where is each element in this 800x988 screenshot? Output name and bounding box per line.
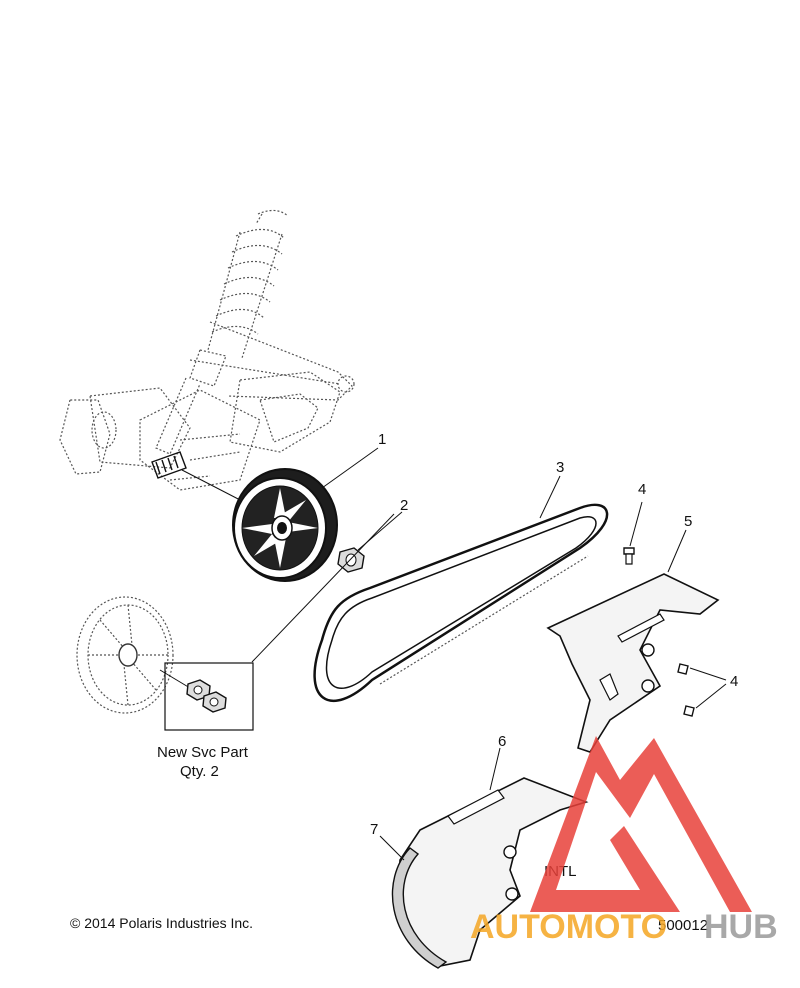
copyright-text: © 2014 Polaris Industries Inc. [70,915,253,931]
shock-spring [155,209,289,455]
service-part-box [164,662,254,731]
watermark-logo: AUTOMOTO HUB [470,736,778,946]
upper-belt-guard [546,573,720,753]
belt-guard-seal [391,847,448,969]
figure-number: 500012 [658,917,708,934]
swingarm-assembly [59,209,355,503]
callout-5: 5 [684,513,692,530]
watermark-text-orange: AUTOMOTO [470,908,667,946]
swing-arm-frame [59,321,355,491]
callout-4-top: 4 [638,481,646,498]
leader-lines [251,447,727,861]
callout-3: 3 [556,459,564,476]
service-part-qty: Qty. 2 [180,763,219,780]
bolt-right-upper [677,663,689,675]
watermark-text-gray: HUB [704,908,778,946]
callout-2: 2 [400,497,408,514]
callout-7: 7 [370,821,378,838]
callout-4-right: 4 [730,673,738,690]
service-sprocket [76,596,191,714]
watermark-triangle-mark [530,736,752,912]
callout-6: 6 [498,733,506,750]
drive-shaft [151,451,245,503]
callout-1: 1 [378,431,386,448]
bolt-top [623,547,635,565]
service-part-note: New Svc Part [157,744,249,761]
bolt-right-lower [683,705,695,717]
drive-belt [313,503,609,702]
drive-sprocket [232,468,338,582]
